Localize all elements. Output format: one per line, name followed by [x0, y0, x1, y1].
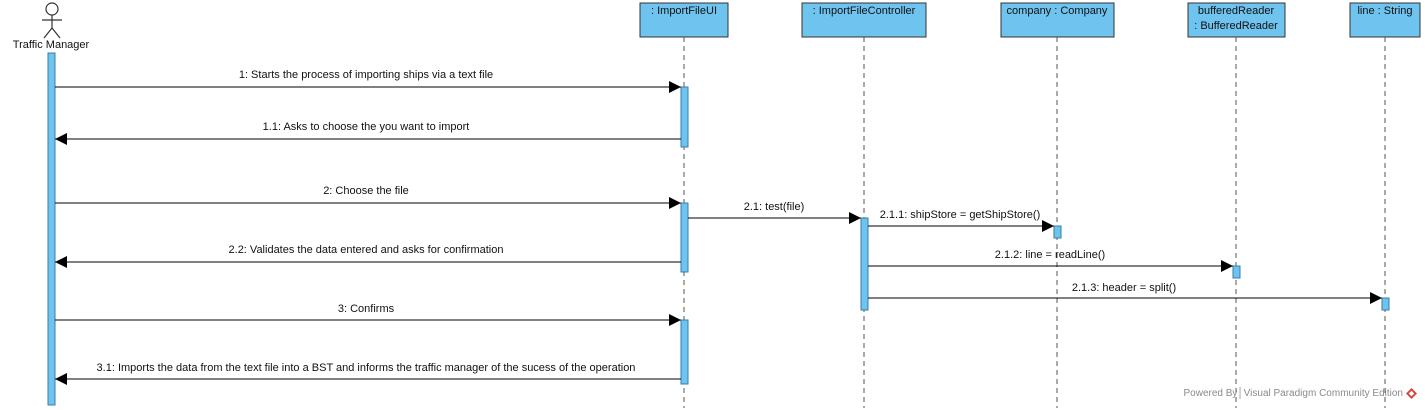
watermark: Powered By│Visual Paradigm Community Edi…: [1183, 388, 1417, 399]
message-label-2-1-1: 2.1.1: shipStore = getShipStore(): [880, 209, 1041, 221]
participant-label-line-2: : BufferedReader: [1194, 20, 1278, 32]
message-label-2-1-2: 2.1.2: line = readLine(): [995, 249, 1105, 261]
actor-traffic-manager[interactable]: Traffic Manager: [13, 2, 90, 51]
message-label-2-2: 2.2: Validates the data entered and asks…: [229, 244, 504, 256]
activation-bar-line-string: [1381, 297, 1390, 311]
message-label-2-1: 2.1: test(file): [744, 201, 805, 213]
message-label-3-1: 3.1: Imports the data from the text file…: [97, 362, 636, 374]
actor-name: Traffic Manager: [13, 39, 90, 51]
message-label-1-1: 1.1: Asks to choose the you want to impo…: [263, 121, 470, 133]
actor-activation-bar: [47, 52, 56, 406]
participant-import-file-controller[interactable]: : ImportFileController: [801, 2, 927, 38]
participant-label: : ImportFileUI: [651, 5, 717, 17]
participant-import-file-ui[interactable]: : ImportFileUI: [639, 2, 729, 38]
activation-bar-reader: [1232, 265, 1241, 279]
participant-company[interactable]: company : Company: [1000, 2, 1115, 38]
participant-label-line-1: bufferedReader: [1198, 5, 1275, 17]
activation-bar-company: [1053, 225, 1062, 239]
message-label-2-1-3: 2.1.3: header = split(): [1072, 282, 1176, 294]
participant-buffered-reader[interactable]: bufferedReader : BufferedReader: [1187, 2, 1286, 38]
participant-label: company : Company: [1007, 5, 1108, 17]
stick-figure-icon: [42, 2, 62, 39]
message-label-1: 1: Starts the process of importing ships…: [239, 69, 493, 81]
activation-bar-controller: [860, 217, 869, 311]
watermark-text: Powered By│Visual Paradigm Community Edi…: [1183, 388, 1404, 399]
activation-bar-ui-2: [680, 202, 689, 273]
visual-paradigm-logo-icon: [1406, 388, 1417, 399]
activation-bar-ui-1: [680, 86, 689, 148]
message-label-2: 2: Choose the file: [323, 185, 409, 197]
participant-label: : ImportFileController: [813, 5, 916, 17]
participant-line-string[interactable]: line : String: [1349, 2, 1421, 38]
message-label-3: 3: Confirms: [338, 303, 395, 315]
activation-bar-ui-3: [680, 319, 689, 385]
participant-label: line : String: [1357, 5, 1412, 17]
